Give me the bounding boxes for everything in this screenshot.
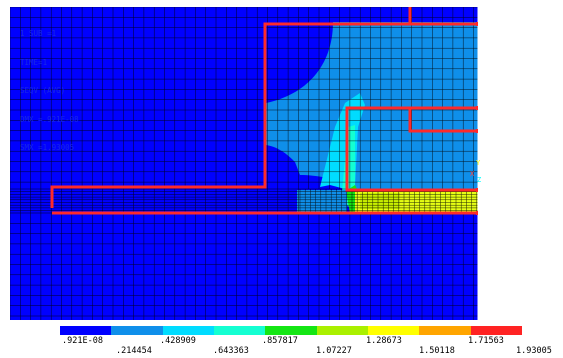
legend-label-top-5: 1.71563 xyxy=(468,336,504,346)
legend-label-bottom-1: .214454 xyxy=(116,346,152,356)
legend-swatch-5 xyxy=(265,326,317,335)
outline-node-1 xyxy=(476,22,478,26)
model-outline xyxy=(50,7,478,215)
legend-label-top-1: .921E-08 xyxy=(62,336,103,346)
triad-x-label: X xyxy=(470,170,475,178)
triad-z-label: Z xyxy=(477,176,482,184)
legend-label-top-3: .857817 xyxy=(262,336,298,346)
info-line-2: TIME=1 xyxy=(20,57,48,67)
legend-label-top-4: 1.28673 xyxy=(366,336,402,346)
fem-viewport[interactable] xyxy=(10,7,478,320)
legend-swatch-4 xyxy=(213,326,266,335)
outline-node-3 xyxy=(476,129,478,133)
legend-swatch-6 xyxy=(316,326,368,335)
legend-label-bottom-4: 1.50118 xyxy=(419,346,455,356)
legend-label-bottom-5: 1.93005 xyxy=(516,346,552,356)
legend-swatch-7 xyxy=(367,326,420,335)
triad-y-label: Y xyxy=(476,159,481,167)
legend-swatch-9 xyxy=(470,326,522,335)
info-line-5: SMX =1.93005 xyxy=(20,143,75,152)
fe-mesh xyxy=(10,7,478,320)
info-line-3: SEQV (AVG) xyxy=(20,86,66,95)
stress-region-yellowgreen xyxy=(360,193,400,209)
legend-label-top-2: .428909 xyxy=(160,336,196,346)
info-line-4: DMX =.921E-08 xyxy=(20,114,79,124)
legend-swatch-3 xyxy=(162,326,214,335)
legend-swatch-8 xyxy=(419,326,471,335)
result-info-block: 1 SUB =1 TIME=1 SEQV (AVG) DMX =.921E-08… xyxy=(20,10,79,162)
legend-label-bottom-3: 1.07227 xyxy=(316,346,352,356)
outline-node-4 xyxy=(476,188,478,192)
info-line-1: 1 SUB =1 xyxy=(20,29,57,38)
legend-swatch-1 xyxy=(60,326,112,335)
legend-label-bottom-2: .643363 xyxy=(213,346,249,356)
contour-legend-bar xyxy=(60,326,522,335)
outline-node-5 xyxy=(476,211,478,215)
stress-region-strip xyxy=(297,190,347,212)
legend-swatch-2 xyxy=(111,326,163,335)
outline-node-2 xyxy=(476,106,478,110)
